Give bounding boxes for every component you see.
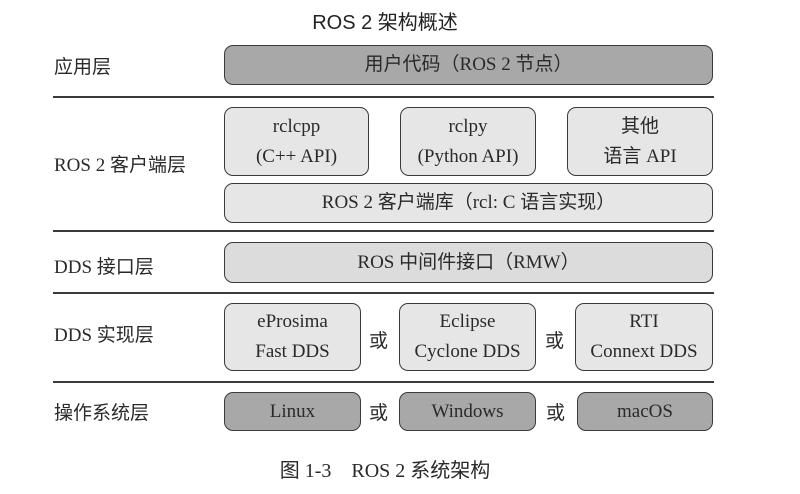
or-separator: 或 [369, 403, 389, 424]
rclpy-name: rclpy [448, 115, 488, 137]
connext-dds-box: RTI Connext DDS [575, 303, 713, 371]
figure-caption: 图 1-3 ROS 2 系统架构 [279, 460, 491, 482]
fast-dds-vendor: eProsima [257, 311, 328, 332]
rcl-library-box: ROS 2 客户端库（rcl: C 语言实现） [224, 183, 713, 223]
divider [53, 230, 714, 232]
cyclone-dds-box: Eclipse Cyclone DDS [399, 303, 536, 371]
diagram-title: ROS 2 架构概述 [312, 12, 458, 34]
other-language-api-box: 其他 语言 API [567, 107, 713, 176]
or-separator: 或 [546, 403, 566, 424]
rclcpp-box: rclcpp (C++ API) [224, 107, 369, 176]
cyclone-dds-product: Cyclone DDS [414, 341, 521, 362]
or-separator: 或 [545, 331, 565, 352]
user-code-box: 用户代码（ROS 2 节点） [224, 45, 713, 85]
fast-dds-product: Fast DDS [255, 341, 330, 362]
connext-dds-product: Connext DDS [590, 341, 698, 362]
or-separator: 或 [369, 331, 389, 352]
rmw-label: ROS 中间件接口（RMW） [357, 251, 580, 273]
windows-box: Windows [399, 392, 536, 431]
macos-label: macOS [617, 400, 673, 422]
rcl-library-label: ROS 2 客户端库（rcl: C 语言实现） [321, 192, 616, 213]
rclpy-desc: (Python API) [417, 145, 519, 167]
divider [53, 96, 714, 98]
connext-dds-vendor: RTI [629, 311, 659, 332]
rclpy-box: rclpy (Python API) [400, 107, 536, 176]
macos-box: macOS [577, 392, 713, 431]
rclcpp-desc: (C++ API) [255, 145, 338, 167]
rclcpp-name: rclcpp [272, 115, 321, 137]
layer-label-application: 应用层 [54, 57, 112, 78]
layer-label-os: 操作系统层 [54, 403, 150, 424]
divider [53, 381, 714, 383]
layer-label-client: ROS 2 客户端层 [54, 155, 186, 176]
other-api-name: 其他 [620, 115, 659, 137]
divider [53, 292, 714, 294]
fast-dds-box: eProsima Fast DDS [224, 303, 361, 371]
windows-label: Windows [431, 400, 504, 422]
linux-label: Linux [269, 400, 316, 422]
rmw-box: ROS 中间件接口（RMW） [224, 242, 713, 283]
layer-label-dds-impl: DDS 实现层 [54, 325, 154, 346]
user-code-label: 用户代码（ROS 2 节点） [364, 54, 573, 75]
cyclone-dds-vendor: Eclipse [439, 311, 496, 332]
linux-box: Linux [224, 392, 361, 431]
layer-label-dds-interface: DDS 接口层 [54, 257, 154, 278]
other-api-desc: 语言 API [603, 145, 677, 167]
